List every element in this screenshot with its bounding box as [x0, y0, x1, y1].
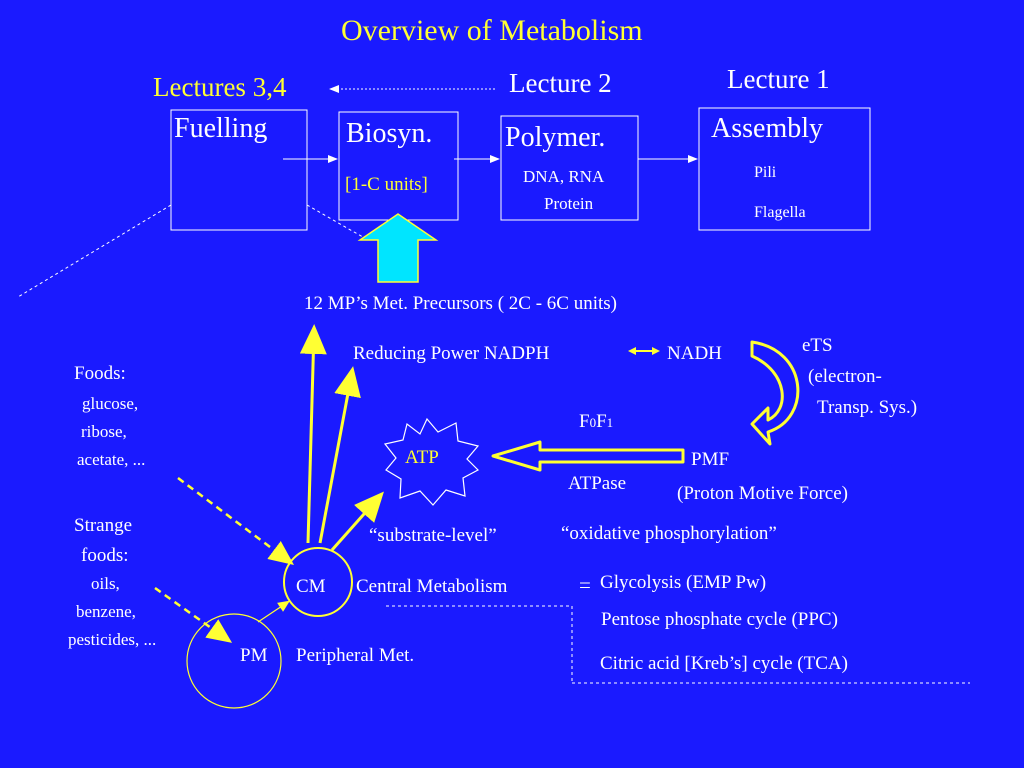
strange-foods-to-pm-arrow — [154, 586, 233, 643]
assembly-label: Assembly — [711, 113, 823, 144]
foods-to-cm-arrow — [177, 477, 294, 565]
ets-line-2: (electron- — [808, 366, 882, 387]
f0f1-f-b: F — [596, 411, 607, 432]
atp-starburst — [383, 417, 480, 506]
pm-circle — [186, 613, 282, 709]
assembly-sublabel-flagella: Flagella — [754, 204, 806, 221]
foods-item-ribose: ribose, — [81, 422, 127, 441]
ets-curved-arrow — [750, 340, 800, 446]
precursor-up-arrow — [357, 213, 439, 283]
cm-abbr: CM — [296, 576, 326, 597]
polymer-label: Polymer. — [505, 122, 606, 153]
polymer-box — [500, 115, 639, 221]
pm-abbr: PM — [240, 645, 268, 666]
atp-label: ATP — [405, 447, 439, 468]
assembly-sublabel-pili: Pili — [754, 164, 777, 181]
strange-foods-item-oils: oils, — [91, 574, 120, 593]
biosyn-sublabel: [1-C units] — [345, 174, 428, 195]
precursors-label: 12 MP’s Met. Precursors ( 2C - 6C units) — [304, 293, 617, 314]
foods-item-acetate: acetate, ... — [77, 450, 146, 469]
zoom-line-right — [306, 204, 369, 241]
lecture-1-label: Lecture 1 — [727, 64, 830, 94]
strange-foods-title-2: foods: — [81, 545, 129, 566]
polymer-sublabel-protein: Protein — [544, 194, 594, 213]
ets-line-3: Transp. Sys.) — [817, 397, 918, 418]
strange-foods-item-pesticides: pesticides, ... — [68, 630, 157, 649]
cm-label: Central Metabolism — [356, 576, 508, 597]
polymer-sublabel-dna-rna: DNA, RNA — [523, 167, 605, 186]
cm-to-reducing-arrow — [318, 366, 361, 544]
nadh-label: NADH — [667, 343, 722, 364]
pathway-ppc: Pentose phosphate cycle (PPC) — [601, 609, 838, 630]
page-title: Overview of Metabolism — [341, 14, 643, 47]
reducing-power-label: Reducing Power NADPH — [353, 343, 550, 364]
fuelling-box — [170, 109, 308, 231]
cm-circle — [283, 547, 353, 617]
fuelling-label: Fuelling — [174, 113, 268, 144]
atpase-label: ATPase — [568, 473, 627, 494]
f0f1-zero: 0 — [589, 415, 597, 430]
oxidative-phosphorylation-label: “oxidative phosphorylation” — [561, 523, 777, 544]
strange-foods-item-benzene: benzene, — [76, 602, 136, 621]
cm-to-precursor-arrow — [299, 324, 327, 544]
cm-equals: = — [579, 573, 591, 597]
nadph-nadh-arrowhead-right — [652, 347, 660, 355]
pathway-tca: Citric acid [Kreb’s] cycle (TCA) — [600, 653, 848, 674]
zoom-line-left — [17, 204, 172, 298]
substrate-level-label: “substrate-level” — [369, 525, 497, 546]
assembly-box — [698, 107, 871, 231]
foods-title: Foods: — [74, 363, 126, 384]
cm-to-atp-arrow — [330, 491, 384, 551]
pmf-label: PMF — [691, 449, 730, 470]
lecture-2-label: Lecture 2 — [509, 68, 612, 98]
pm-label: Peripheral Met. — [296, 645, 415, 666]
f0f1-label: F0F1 — [579, 412, 613, 431]
pmf-description: (Proton Motive Force) — [677, 483, 848, 504]
f0f1-f-a: F — [579, 411, 590, 432]
foods-item-glucose: glucose, — [82, 394, 139, 413]
strange-foods-title-1: Strange — [74, 515, 133, 536]
ets-label: eTS — [802, 335, 833, 356]
pmf-to-atp-arrow — [491, 440, 685, 472]
nadph-nadh-arrowhead-left — [628, 347, 636, 355]
f0f1-one: 1 — [606, 415, 614, 430]
pm-to-cm-arrow — [257, 600, 290, 623]
pathway-glycolysis: Glycolysis (EMP Pw) — [600, 572, 767, 593]
lectures-3-4-label: Lectures 3,4 — [153, 72, 287, 102]
biosyn-label: Biosyn. — [346, 118, 433, 149]
